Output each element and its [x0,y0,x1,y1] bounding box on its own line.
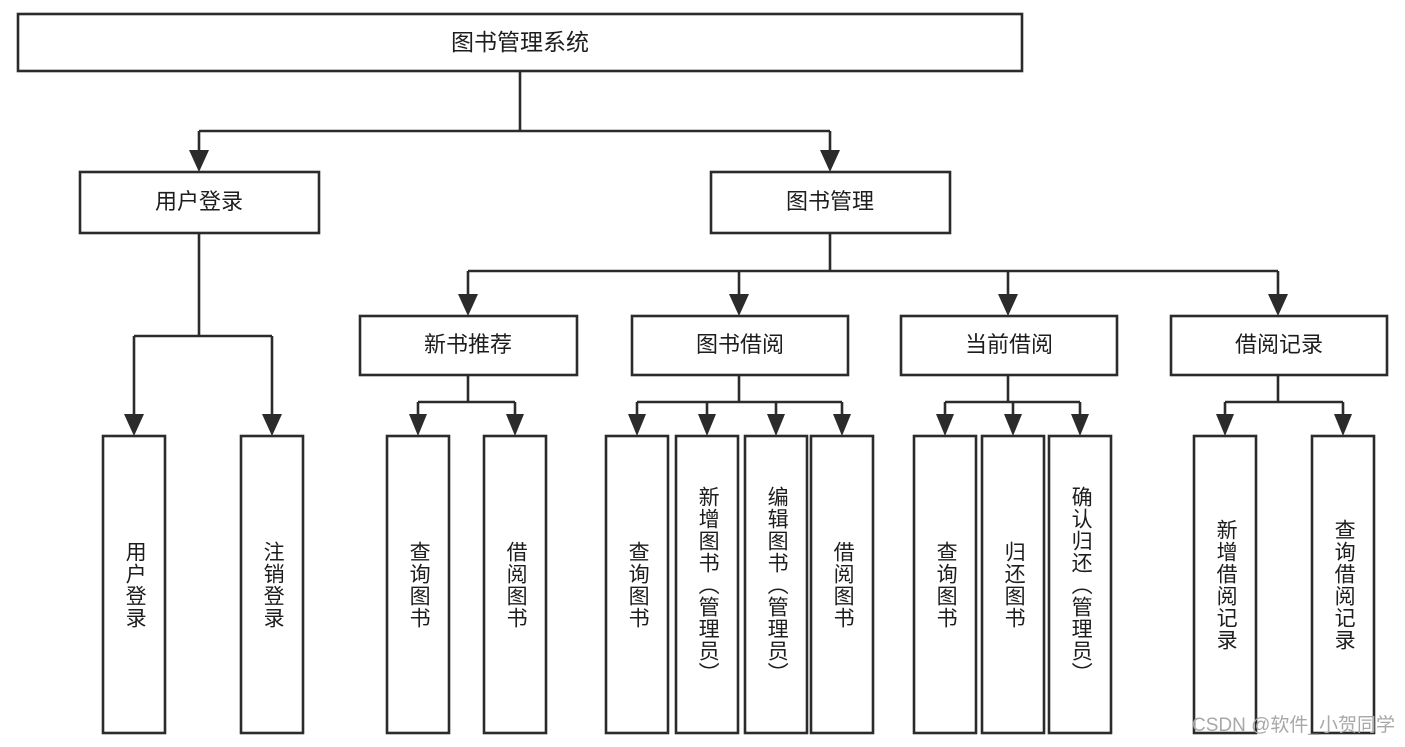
node-user-login-label: 用户登录 [155,189,243,214]
node-book-manage[interactable] [709,170,952,235]
node-book-manage-label: 图书管理 [786,189,874,214]
node-leaf-record-add[interactable] [1192,434,1258,735]
node-leaf-user-login[interactable] [101,434,167,735]
node-new-book-recommend-label: 新书推荐 [424,332,512,357]
arrow-icon-current-leaf-1 [936,414,954,436]
node-book-borrow[interactable] [630,314,850,377]
node-leaf-newbook-query-book[interactable] [385,434,451,735]
arrow-icon-to-book-borrow [729,294,749,316]
arrow-icon-to-leaf-user-login [124,414,144,436]
connector-layer [132,71,1345,416]
node-leaf-record-query[interactable] [1310,434,1376,735]
node-leaf-current-query-book[interactable] [912,434,978,735]
node-root-book-system[interactable] [16,12,1024,73]
arrow-icon-borrow-leaf-1 [628,414,646,436]
node-leaf-logout[interactable] [239,434,305,735]
node-leaf-borrow-edit-book[interactable] [743,434,809,735]
arrow-icon-to-current-borrow [998,294,1018,316]
arrow-icon-to-book-manage [820,150,840,172]
node-leaf-borrow-borrow-book[interactable] [809,434,875,735]
arrow-icon-borrow-leaf-2 [698,414,716,436]
arrow-icon-newbook-leaf-1 [409,414,427,436]
csdn-watermark: CSDN @软件_小贺同学 [1192,715,1395,736]
node-current-borrow[interactable] [899,314,1119,377]
arrow-icon-borrow-leaf-3 [767,414,785,436]
node-leaf-borrow-query-book[interactable] [604,434,670,735]
arrow-icon-borrow-leaf-4 [833,414,851,436]
arrow-icon-to-new-book [458,294,478,316]
arrowhead-layer [124,150,1352,436]
node-new-book-recommend[interactable] [358,314,579,377]
node-borrow-record[interactable] [1169,314,1389,377]
node-user-login[interactable] [78,170,321,235]
arrow-icon-newbook-leaf-2 [506,414,524,436]
arrow-icon-to-borrow-record [1268,294,1288,316]
node-book-borrow-label: 图书借阅 [696,332,784,357]
arrow-icon-record-leaf-2 [1334,414,1352,436]
node-leaf-current-return-book[interactable] [980,434,1046,735]
node-layer: 图书管理系统 用户登录 图书管理 新书推荐 图书借阅 当前借阅 借阅记录 [16,12,1389,735]
arrow-icon-to-leaf-logout [262,414,282,436]
node-leaf-current-confirm-return[interactable] [1047,434,1113,735]
arrow-icon-to-user-login [189,150,209,172]
node-borrow-record-label: 借阅记录 [1235,332,1323,357]
arrow-icon-record-leaf-1 [1216,414,1234,436]
arrow-icon-current-leaf-3 [1071,414,1089,436]
node-leaf-borrow-add-book[interactable] [674,434,740,735]
node-leaf-newbook-borrow-book[interactable] [482,434,548,735]
arrow-icon-current-leaf-2 [1004,414,1022,436]
node-current-borrow-label: 当前借阅 [965,332,1053,357]
node-root-label: 图书管理系统 [451,29,589,55]
